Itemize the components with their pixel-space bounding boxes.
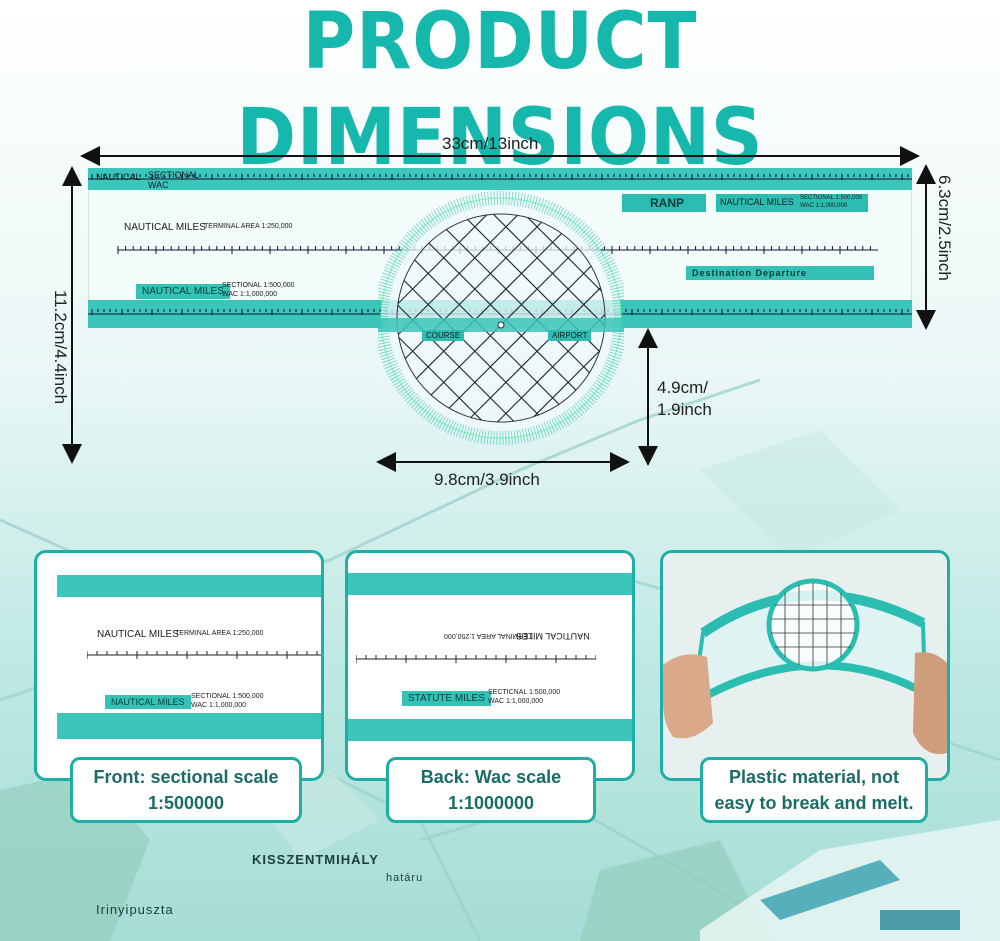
bend-caption-line1: Plastic material, not bbox=[728, 767, 900, 787]
ruler-sectional-label: SECTIONAL bbox=[148, 170, 200, 180]
protractor-grid-line bbox=[397, 214, 605, 422]
protractor-grid-line bbox=[397, 214, 605, 422]
ruler-terminal-area: TERMINAL AREA 1:250,000 bbox=[204, 223, 293, 230]
bend-caption-line2: easy to break and melt. bbox=[714, 793, 914, 813]
protractor-grid-line bbox=[397, 214, 605, 422]
front-caption: Front: sectional scale 1:500000 bbox=[70, 757, 302, 823]
back-wac: WAC 1:1,000,000 bbox=[488, 698, 543, 705]
ruler-nautical-label: NAUTICAL bbox=[96, 172, 141, 182]
front-nautical-miles-tag: NAUTICAL MILES bbox=[105, 695, 191, 709]
map-label-irinyipuszta: Irinyipuszta bbox=[96, 902, 174, 917]
height-dimension-label: 11.2cm/4.4inch bbox=[51, 290, 70, 405]
protractor-diameter-label: 9.8cm/3.9inch bbox=[434, 470, 540, 489]
course-label: COURSE bbox=[422, 330, 465, 341]
protractor-drop-label-1: 4.9cm/ bbox=[657, 378, 709, 397]
front-bottom-scale-bar bbox=[57, 713, 321, 739]
back-caption-line1: Back: Wac scale bbox=[420, 767, 562, 787]
ranp-logo-text: RANP bbox=[650, 196, 685, 210]
protractor-grid-line bbox=[397, 214, 605, 422]
back-caption-line2: 1:1000000 bbox=[447, 793, 535, 813]
back-sectional: SECTICNAL 1:500,000 bbox=[488, 689, 561, 696]
front-nautical-miles: NAUTICAL MILES bbox=[97, 629, 179, 640]
protractor-grid-line bbox=[397, 214, 605, 422]
protractor-grid-line bbox=[397, 214, 605, 422]
ruler-wac-label: WAC bbox=[148, 180, 169, 190]
ranp-logo: RANP bbox=[622, 194, 706, 212]
airport-label: AIRPORT bbox=[548, 330, 592, 341]
protractor-grid-line bbox=[397, 214, 605, 422]
front-top-scale-bar bbox=[57, 575, 321, 597]
back-top-scale-bar bbox=[348, 573, 632, 595]
protractor bbox=[378, 191, 624, 445]
destination-departure-tag: Destination Departure bbox=[686, 266, 874, 280]
ruler-wac-right: WAC 1:1,000,000 bbox=[800, 203, 848, 209]
bend-caption: Plastic material, not easy to break and … bbox=[700, 757, 928, 823]
back-scale-line bbox=[356, 655, 596, 663]
front-panel: NAUTICAL MILES TERMINAL AREA 1:250,000 N… bbox=[34, 550, 324, 781]
ruler-nautical-miles-right: NAUTICAL MILES bbox=[720, 197, 794, 207]
protractor-grid-line bbox=[397, 214, 605, 422]
ruler-wac-scale: WAC 1:1,000,000 bbox=[222, 291, 277, 298]
ruler-nautical-miles-tag: NAUTICAL MILES bbox=[136, 284, 230, 299]
back-statute-miles-tag: STATUTE MILES bbox=[402, 691, 491, 706]
protractor-grid-line bbox=[397, 214, 605, 422]
back-terminal-area: TERMINAL AREA 1:250,000 bbox=[444, 632, 533, 639]
ruler-scale-tag: NAUTICAL MILES SECTIONAL 1:500,000 WAC 1… bbox=[716, 194, 868, 212]
map-label-hataru: határu bbox=[386, 872, 424, 884]
back-caption: Back: Wac scale 1:1000000 bbox=[386, 757, 596, 823]
back-panel: NAUTICAL MILES TERMINAL AREA 1:250,000 S… bbox=[345, 550, 635, 781]
protractor-grid-line bbox=[397, 214, 605, 422]
protractor-drop-label-2: 1.9inch bbox=[657, 400, 712, 419]
ruler-sectional-right: SECTIONAL 1:500,000 bbox=[800, 195, 863, 201]
protractor-grid-line bbox=[397, 214, 605, 422]
ruler-sectional-scale: SECTIONAL 1:500,000 bbox=[222, 282, 295, 289]
length-dimension-label: 33cm/13inch bbox=[442, 134, 539, 153]
front-scale-line bbox=[87, 651, 321, 659]
front-sectional: SECTIONAL 1:500,000 bbox=[191, 693, 264, 700]
bend-panel bbox=[660, 550, 950, 781]
protractor-grid-line bbox=[397, 214, 605, 422]
protractor-grid-line bbox=[397, 214, 605, 422]
ruler-width-dimension-label: 6.3cm/2.5inch bbox=[935, 175, 954, 281]
protractor-grid-line bbox=[397, 214, 605, 422]
front-terminal-area: TERMINAL AREA 1:250,000 bbox=[175, 630, 264, 637]
protractor-grid-line bbox=[397, 214, 605, 422]
bent-ruler-illustration bbox=[663, 553, 947, 778]
protractor-grid-line bbox=[397, 214, 605, 422]
map-label-kisszentmihaly: KISSZENTMIHÁLY bbox=[252, 852, 379, 867]
ruler-nautical-miles: NAUTICAL MILES bbox=[124, 222, 206, 233]
front-caption-line2: 1:500000 bbox=[147, 793, 225, 813]
back-bottom-scale-bar bbox=[348, 719, 632, 741]
front-wac: WAC 1:1,000,000 bbox=[191, 702, 246, 709]
front-caption-line1: Front: sectional scale bbox=[93, 767, 279, 787]
